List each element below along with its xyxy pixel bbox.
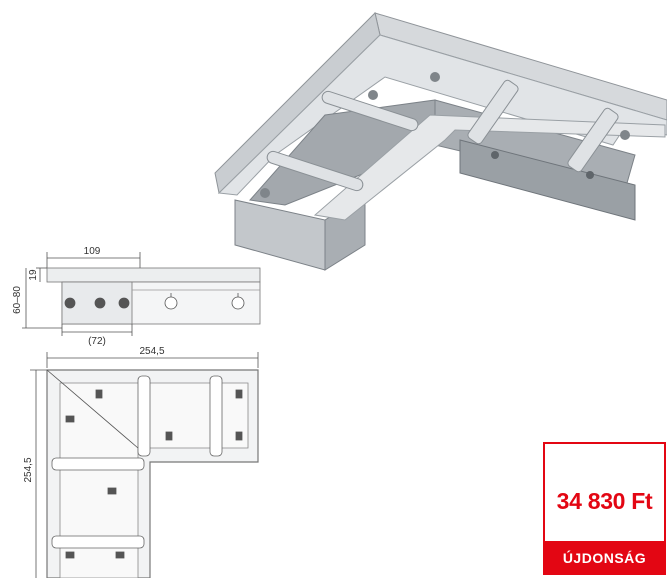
price-card: 34 830 Ft ÚJDONSÁG <box>543 442 666 575</box>
dim-flange-height: 19 <box>28 269 39 281</box>
product-photo <box>214 12 667 271</box>
price-amount: 34 830 Ft <box>556 488 653 514</box>
dim-inner-width: (72) <box>88 336 106 347</box>
dim-width-top: 109 <box>84 246 101 257</box>
dim-height-range: 60–80 <box>12 286 23 314</box>
plan-view <box>30 352 259 578</box>
section-view <box>22 252 261 336</box>
dim-length-vertical: 254,5 <box>23 457 34 482</box>
new-badge: ÚJDONSÁG <box>543 541 666 575</box>
dim-length-horizontal: 254,5 <box>139 346 164 357</box>
